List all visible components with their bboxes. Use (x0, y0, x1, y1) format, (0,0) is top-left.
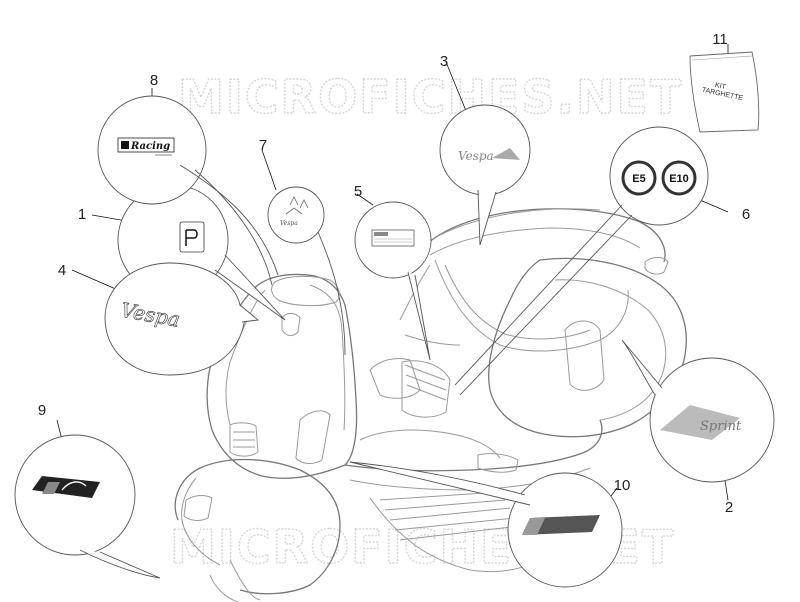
callout-3: 3 (440, 53, 448, 70)
callout-8: 8 (150, 72, 158, 89)
decal-bubble-2: Sprint (621, 339, 775, 483)
callout-7: 7 (259, 137, 267, 154)
decal-bubble-8: Racing (97, 95, 279, 286)
decal-bubble-9 (14, 434, 161, 579)
callout-labels: 1 2 3 4 5 6 7 8 9 10 11 (38, 31, 750, 516)
racing-logo-text: Racing (130, 141, 170, 152)
callout-6: 6 (742, 206, 750, 223)
e10-badge-text: E10 (669, 173, 689, 185)
vespa-decal-3-text: Vespa (458, 149, 494, 163)
decal-bubble-6: E5 E10 (454, 126, 709, 396)
sprint-logo-text: Sprint (700, 419, 742, 434)
callout-5: 5 (354, 183, 362, 200)
callout-4: 4 (58, 262, 66, 279)
watermark-top: MICROFICHES.NET (178, 70, 683, 124)
kit-label-line1: KIT (714, 82, 727, 91)
callout-2: 2 (725, 499, 733, 516)
decal-bubble-7: Vespa (267, 186, 346, 356)
callout-9: 9 (38, 402, 46, 419)
decal-bubble-3: Vespa (439, 104, 531, 246)
callout-11: 11 (712, 31, 728, 48)
e5-badge-text: E5 (632, 173, 645, 185)
mascot-logo-text: Vespa (280, 220, 298, 227)
decal-bubble-10 (349, 461, 623, 588)
callout-10: 10 (614, 477, 631, 494)
callout-1: 1 (78, 206, 86, 223)
decal-bubble-4: Vespa (104, 262, 260, 376)
decal-bubble-5 (354, 201, 432, 361)
decal-11-kit-bag: KIT TARGHETTE (689, 51, 760, 133)
